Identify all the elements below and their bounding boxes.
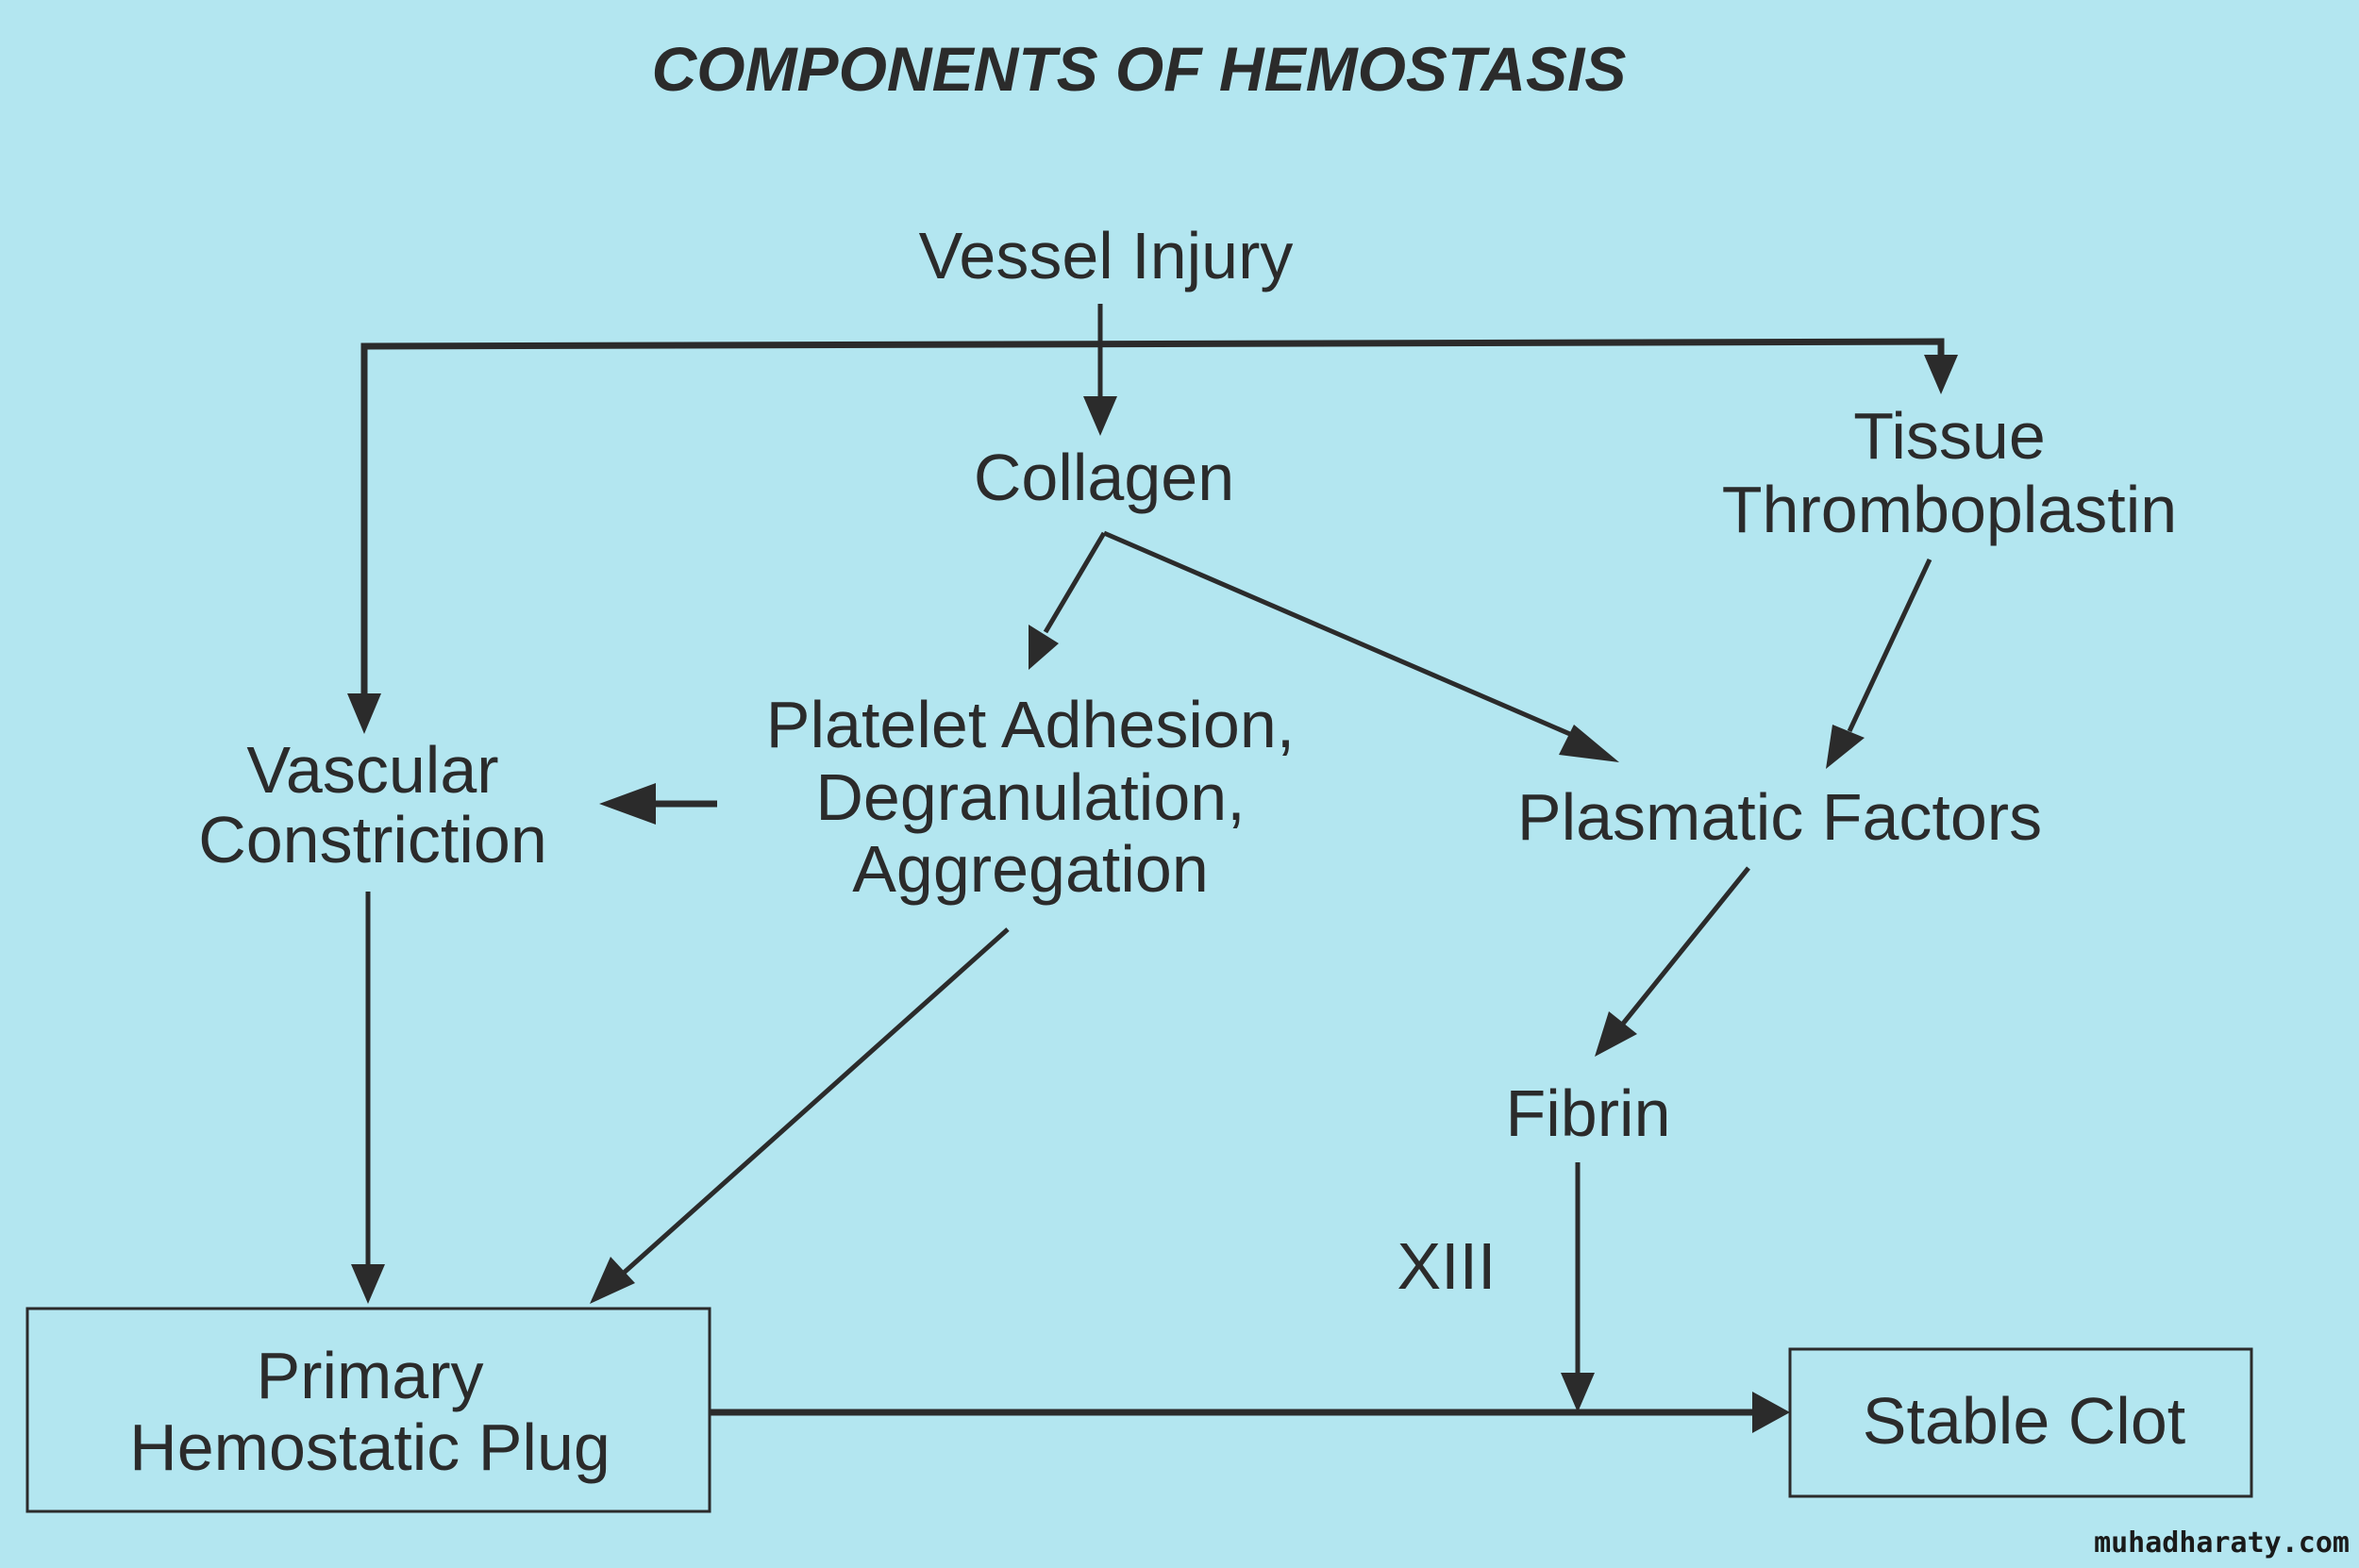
arrowhead-fibrin-junction [1561,1373,1595,1412]
arrowhead-plasmatic-2 [1826,725,1865,769]
arrow-tissue-plasmatic [1847,558,1932,733]
arrow-collagen-platelet [1043,531,1107,634]
node-vessel-injury: Vessel Injury [919,219,1294,292]
arrowhead-plasmatic-1 [1559,725,1619,762]
node-vascular-line1: Vascular [246,733,498,807]
node-fibrin: Fibrin [1505,1076,1670,1150]
arrowhead-stable-clot [1752,1392,1790,1433]
arrowhead-platelet [1029,625,1059,670]
watermark: muhadharaty.com [2094,1526,2350,1560]
node-constriction-line2: Constriction [198,803,547,876]
arrowhead-fibrin [1595,1011,1637,1057]
node-primary-line1: Primary [256,1339,483,1412]
arrow-collagen-plasmatic [1103,530,1586,743]
diagram-title: COMPONENTS OF HEMOSTASIS [652,34,1627,104]
arrowhead-collagen [1083,396,1117,436]
node-plasmatic-factors: Plasmatic Factors [1517,780,2042,854]
node-primary-line2: Hemostatic Plug [129,1410,611,1484]
node-platelet-line2: Degranulation, [815,760,1245,834]
arrowhead-tissue [1924,355,1958,394]
stable-clot-box [1788,1347,2253,1498]
edge-label-xiii: XIII [1397,1229,1496,1303]
arrow-plasmatic-fibrin [1621,866,1750,1026]
node-platelet-line1: Platelet Adhesion, [766,688,1295,761]
node-tissue-line1: Tissue [1853,399,2046,473]
node-platelet-line3: Aggregation [852,832,1209,906]
arrow-platelet-primary [621,927,1010,1276]
arrowhead-primary-1 [590,1257,635,1304]
arrowhead-vascular-2 [599,783,656,825]
node-thromboplastin-line2: Thromboplastin [1722,473,2177,546]
arrowhead-vascular [347,693,381,734]
node-stable-clot: Stable Clot [1863,1384,2185,1458]
arrowhead-primary-2 [351,1264,385,1304]
node-collagen: Collagen [974,441,1234,514]
arrow-vessel-branch-bar [360,338,1945,698]
